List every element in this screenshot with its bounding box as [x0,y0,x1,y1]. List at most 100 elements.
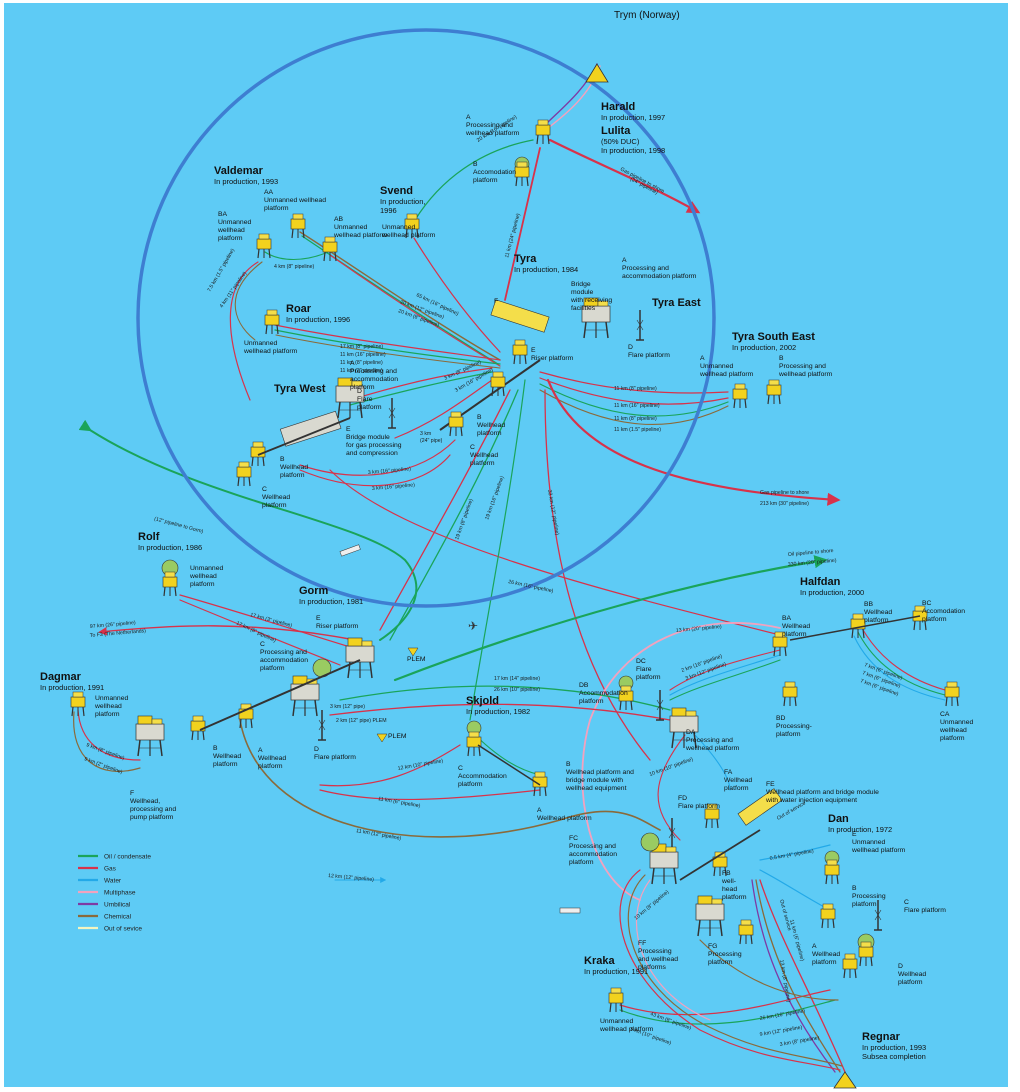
pipeline-label: To F3 (The Netherlands) [90,628,147,639]
pipeline-label: 11 km (1.5" pipeline) [614,427,661,433]
field-name-tyra: Tyra [514,253,537,265]
pipe-harald-tyra [504,147,541,301]
pipe-tyra-gorm-gas1 [379,389,511,631]
pipe-tyra-tse-4 [539,389,729,425]
pipe-roar-tyra-3 [275,334,501,369]
pipeline-label: 4 km (8" pipeline) [274,264,314,270]
tyra-bridge-module-icon [490,299,550,333]
field-sub-harald: In production, 1997 [601,113,665,122]
pipe-fc-loop-1 [619,869,841,1071]
pipe-halfdan-internal-3 [669,659,781,701]
legend-label: Multiphase [104,890,136,897]
pipe-tw-te-2 [349,371,493,406]
pipe-gorm-f3 [98,625,356,641]
field-name-svend: Svend [380,185,413,197]
pipeline-label: 97 km (26" pipeline) [90,620,137,630]
pipeline-label: 26 km (10" pipeline) [494,687,540,693]
pipe-tw-te-4 [299,439,456,476]
pipeline-label: 3 km [420,431,431,437]
pipe-ff-dan-a [699,939,839,1001]
field-name-regnar: Regnar [862,1031,901,1043]
pipe-svend-tyra [413,237,501,353]
pipe-dan-regnar-1 [759,879,846,1073]
field-sub-svend-1: In production, [380,197,425,206]
pipeline-label: 11 km (8" pipeline) [614,386,657,392]
field-sub-skjold: In production, 1982 [466,707,530,716]
field-sub-regnar-1: In production, 1993 [862,1043,926,1052]
field-name-trym: Trym (Norway) [614,10,680,21]
pipeline-label: Gas pipeline to shore [760,490,809,496]
legend-label: Umbilical [104,902,131,909]
pipe-tyra-tse-2 [539,377,729,405]
pipe-da-dan-1 [689,729,731,791]
pipeline-label: 17 km (14" pipeline) [494,676,540,682]
field-name-harald: Harald [601,101,635,113]
pipe-dan-regnar-2 [755,879,841,1073]
pipe-ba-loop-brown [234,261,263,341]
field-sub-halfdan: In production, 2000 [800,588,864,597]
legend-label: Water [104,878,122,885]
pipe-skjold-gorm-1 [319,744,461,787]
pipe-halfdan-internal-1 [669,649,781,691]
pipe-tyra-gas-shore [546,378,841,506]
pipeline-label: 3 km (12" pipe) [330,704,365,710]
tyra-west-walkway [257,417,351,456]
field-sub-dan: In production, 1972 [828,825,892,834]
field-sub-svend-2: 1996 [380,206,397,215]
pipe-halfdan-pink [581,622,781,901]
regnar-terminal-icon [833,1071,857,1089]
pipe-tyra-skjold [469,379,526,721]
legend: Oil / condensateGasWaterMultiphaseUmbili… [78,854,151,933]
field-name-dagmar: Dagmar [40,671,82,683]
field-sub-rolf: In production, 1986 [138,543,202,552]
pipe-roar-tyra-1 [274,324,501,361]
pipe-tw-te-1 [349,367,493,401]
pipeline-label: Oil pipeline to shore [788,548,834,558]
field-name-tyra-west: Tyra West [274,383,326,395]
pipe-dan-e [759,844,831,861]
pipe-oil-shore [393,555,828,682]
pipe-bb-ca-1 [861,627,946,691]
field-name-roar: Roar [286,303,312,315]
legend-label: Oil / condensate [104,854,151,861]
ship-icon [339,544,361,557]
plem1-icon [407,647,419,657]
pipeline-label: 330 km (20" pipeline) [788,558,837,568]
dan-walkway [679,829,761,881]
pipeline-label: (24" pipe) [420,438,443,444]
pipe-rolf-gorm [179,594,361,651]
field-sub-dagmar: In production, 1991 [40,683,104,692]
field-labels: Trym (Norway) Harald In production, 1997… [40,10,926,1061]
